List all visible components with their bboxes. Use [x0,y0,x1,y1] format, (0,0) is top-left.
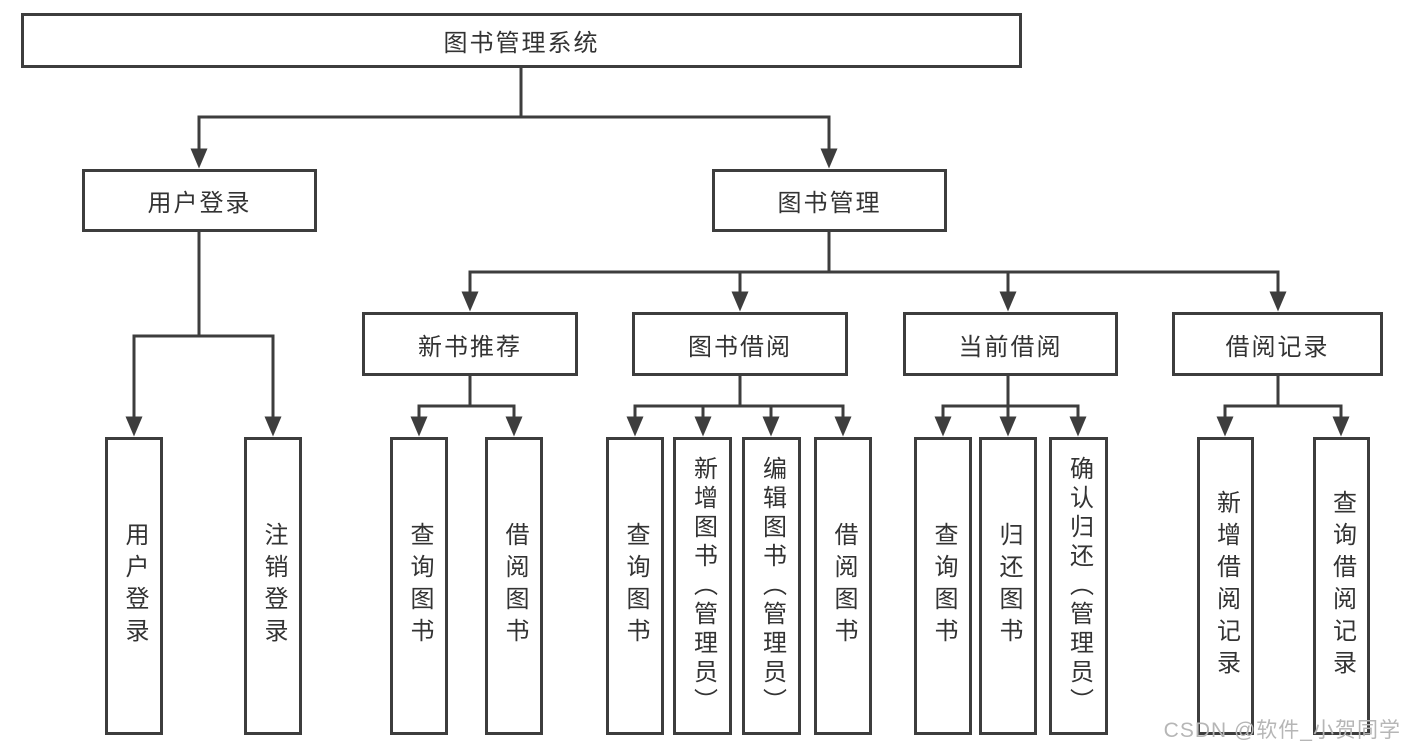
leaf-user-login: 用户登录 [105,437,163,735]
node-library-management-system: 图书管理系统 [21,13,1022,68]
leaf-label: 编辑图书（管理员） [758,455,786,717]
node-borrow-record: 借阅记录 [1172,312,1383,376]
leaf-recommend-query-books: 查询图书 [390,437,448,735]
leaf-current-return-books: 归还图书 [979,437,1037,735]
leaf-record-add-borrow-record: 新增借阅记录 [1197,437,1254,735]
leaf-logout: 注销登录 [244,437,302,735]
node-new-book-recommend: 新书推荐 [362,312,578,376]
node-current-borrow: 当前借阅 [903,312,1118,376]
leaf-label: 查询借阅记录 [1328,490,1356,682]
node-book-management: 图书管理 [712,169,947,232]
leaf-borrow-query-books: 查询图书 [606,437,664,735]
leaf-label: 新增借阅记录 [1212,490,1240,682]
leaf-label: 注销登录 [260,522,287,650]
leaf-current-confirm-return-admin: 确认归还（管理员） [1049,437,1108,735]
leaf-label: 借阅图书 [830,522,857,650]
leaf-borrow-borrow-books: 借阅图书 [814,437,872,735]
leaf-label: 用户登录 [121,522,148,650]
leaf-current-query-books: 查询图书 [914,437,972,735]
node-book-borrow: 图书借阅 [632,312,848,376]
leaf-label: 新增图书（管理员） [689,455,717,717]
leaf-label: 借阅图书 [501,522,528,650]
leaf-label: 归还图书 [995,522,1022,650]
node-user-login: 用户登录 [82,169,317,232]
leaf-borrow-add-book-admin: 新增图书（管理员） [673,437,732,735]
leaf-label: 确认归还（管理员） [1065,455,1093,717]
leaf-label: 查询图书 [622,522,649,650]
leaf-label: 查询图书 [930,522,957,650]
leaf-record-query-borrow-record: 查询借阅记录 [1313,437,1370,735]
leaf-borrow-edit-book-admin: 编辑图书（管理员） [742,437,801,735]
arrowheads [125,148,1350,437]
leaf-recommend-borrow-books: 借阅图书 [485,437,543,735]
csdn-watermark: CSDN @软件_小贺同学 [1163,719,1401,742]
leaf-label: 查询图书 [406,522,433,650]
